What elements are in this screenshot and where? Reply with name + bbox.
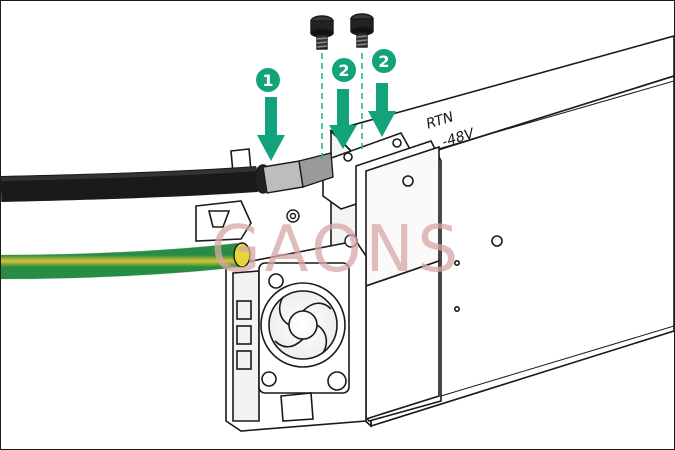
callout-2-left: 2: [332, 58, 356, 82]
mounting-holes: [286, 209, 358, 248]
ground-cable: [1, 242, 251, 280]
callout-2-right-label: 2: [378, 52, 389, 71]
cooling-fan: [258, 262, 350, 394]
terminal-bracket: [322, 132, 442, 422]
callout-2-right: 2: [372, 49, 396, 73]
watermark-text: GAONS: [211, 213, 462, 287]
callout-1: 1: [256, 68, 280, 92]
callout-2-left-label: 2: [338, 61, 349, 80]
arrow-step-2-right-icon: [368, 83, 396, 137]
arrow-step-2-left-icon: [329, 89, 357, 149]
cable-retention-latch: [195, 148, 314, 422]
callout-1-label: 1: [262, 71, 273, 90]
screw-right-icon: [350, 13, 374, 48]
black-power-cable: [1, 152, 334, 202]
arrow-step-1-icon: [257, 97, 285, 161]
screw-left-icon: [310, 15, 334, 50]
screw-guide-lines: [321, 53, 363, 161]
watermark: GAONS: [211, 213, 462, 287]
